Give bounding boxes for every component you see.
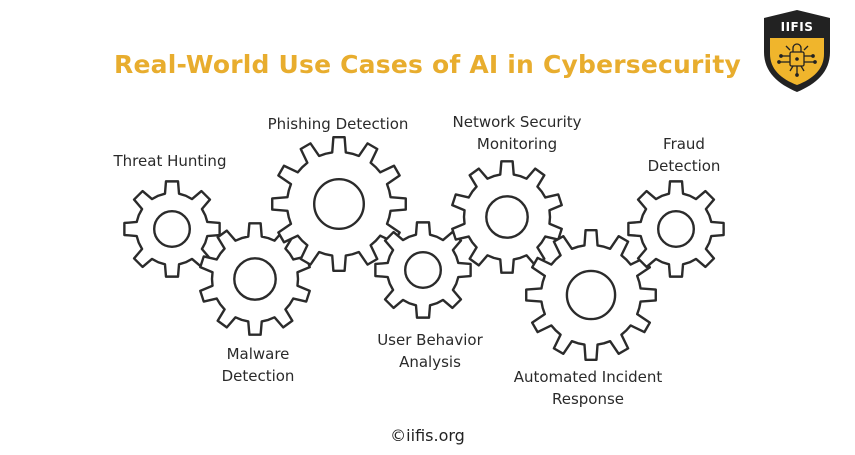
- gear-user-behavior-analysis: [374, 221, 472, 319]
- page-title: Real-World Use Cases of AI in Cybersecur…: [114, 50, 741, 79]
- label-user-behavior-analysis: User Behavior Analysis: [377, 331, 483, 371]
- shield-circuit-lock-icon: IIFIS: [764, 10, 830, 92]
- gear-threat-hunting: [123, 180, 221, 278]
- label-phishing-detection: Phishing Detection: [267, 115, 409, 133]
- copyright-footer: ©iifis.org: [390, 426, 465, 445]
- gear-automated-incident-response: [525, 229, 657, 361]
- gear-hub: [485, 195, 529, 239]
- label-fraud-detection: Fraud Detection: [647, 135, 721, 175]
- gear-hub: [152, 209, 191, 248]
- gear-malware-detection: [199, 222, 311, 336]
- gear-fraud-detection: [627, 180, 725, 278]
- svg-text:IIFIS: IIFIS: [781, 20, 814, 34]
- gear-hub: [313, 177, 366, 230]
- gear-hub: [565, 269, 617, 321]
- label-threat-hunting: Threat Hunting: [113, 152, 227, 170]
- iifis-logo: IIFIS: [760, 8, 834, 94]
- gear-hub: [657, 209, 696, 248]
- gear-network-security-monitoring: [451, 160, 563, 274]
- label-network-security-monitoring: Network Security Monitoring: [452, 113, 582, 153]
- label-malware-detection: Malware Detection: [221, 345, 295, 385]
- gear-phishing-detection: [271, 136, 407, 272]
- gear-hub: [404, 250, 443, 289]
- label-automated-incident-response: Automated Incident Response: [513, 368, 663, 408]
- gear-hub: [233, 257, 277, 301]
